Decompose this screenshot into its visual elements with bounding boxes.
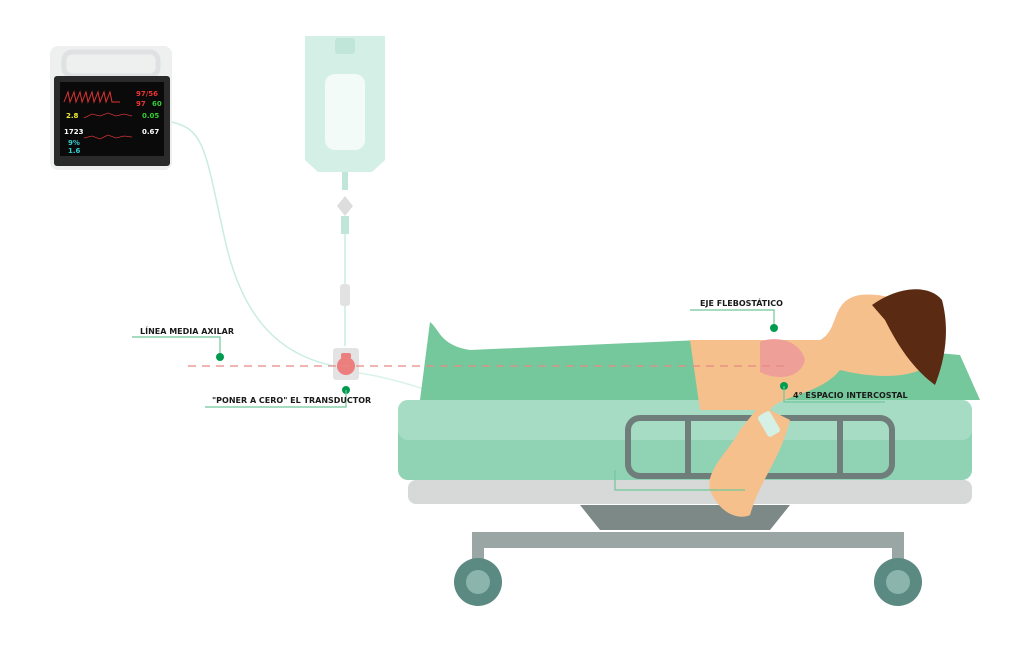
annotation-zero-transducer: "PONER A CERO" EL TRANSDUCTOR — [205, 386, 371, 408]
label-phlebostatic-axis: EJE FLEBOSTÁTICO — [700, 297, 783, 308]
monitor-val5: 9% — [68, 139, 80, 147]
label-intercostal: 4° ESPACIO INTERCOSTAL — [793, 391, 908, 400]
monitor-hr: 97 — [136, 100, 146, 108]
pressure-transducer — [333, 348, 359, 380]
annotation-phlebostatic-axis: EJE FLEBOSTÁTICO — [690, 297, 783, 332]
monitor-spo2: 60 — [152, 100, 162, 108]
patient-monitor: 97/56 97 60 2.8 1723 0.05 0.67 9% 1.6 — [50, 46, 172, 170]
monitor-val1: 2.8 — [66, 112, 79, 120]
monitor-val3: 0.05 — [142, 112, 159, 120]
monitor-bp: 97/56 — [136, 90, 158, 98]
iv-bag — [305, 36, 385, 346]
patient — [690, 289, 946, 517]
label-axillary-line: LÍNEA MEDIA AXILAR — [140, 325, 234, 336]
annotation-intercostal: 4° ESPACIO INTERCOSTAL — [780, 382, 908, 403]
monitor-val6: 1.6 — [68, 147, 81, 155]
monitor-val2: 1723 — [64, 128, 84, 136]
annotation-axillary-line: LÍNEA MEDIA AXILAR — [132, 325, 234, 361]
label-zero-transducer: "PONER A CERO" EL TRANSDUCTOR — [212, 396, 371, 405]
monitor-val4: 0.67 — [142, 128, 159, 136]
